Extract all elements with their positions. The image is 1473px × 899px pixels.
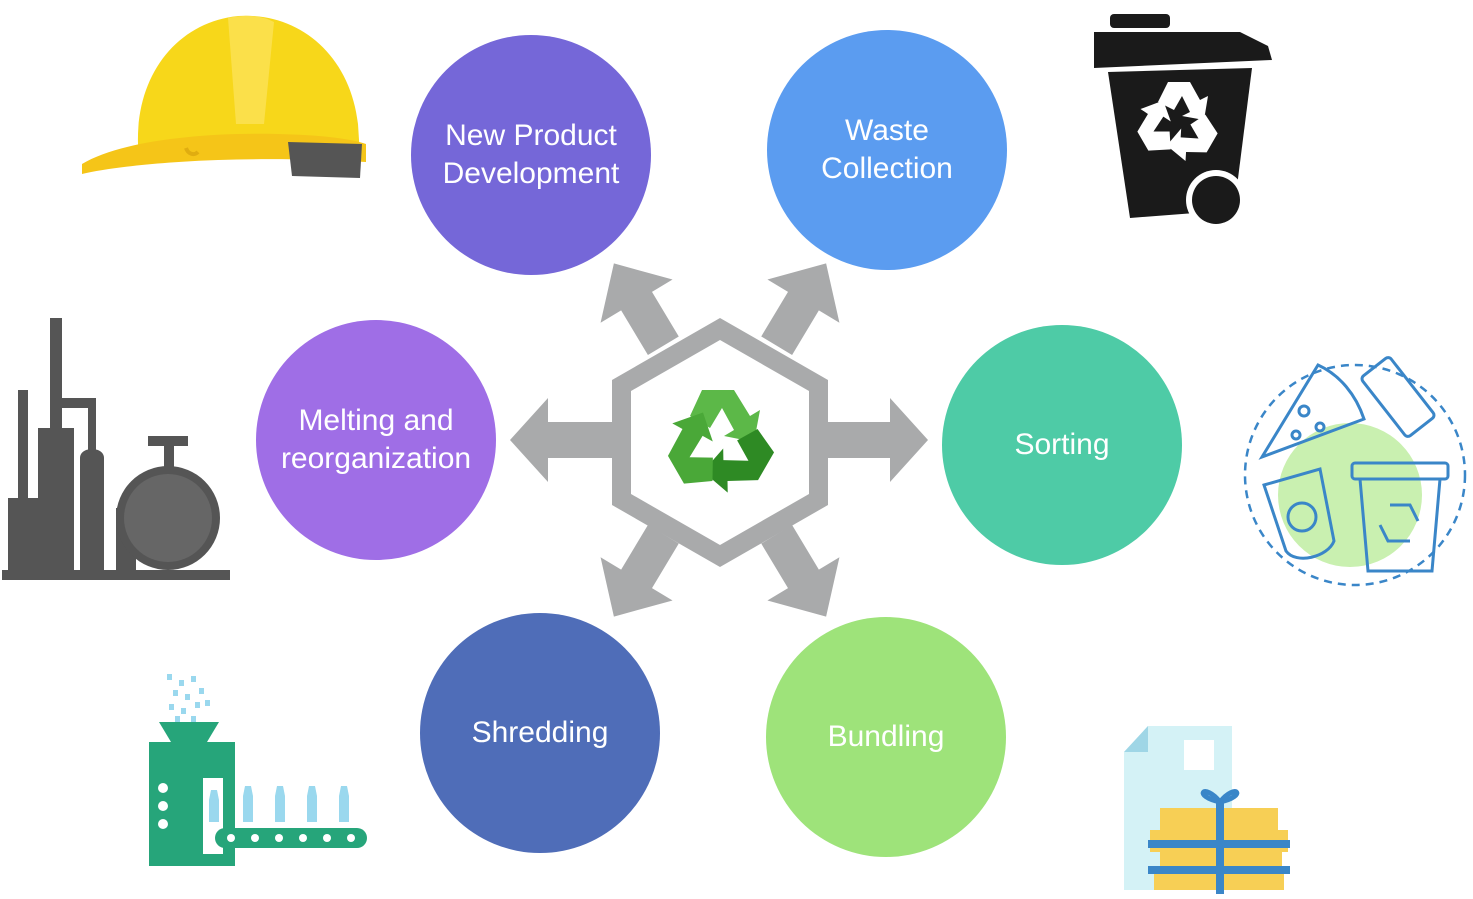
arrow-up-right (761, 263, 840, 355)
stage-label: New Product Development (442, 119, 620, 190)
stage-label: Bundling (827, 720, 945, 753)
arrow-right (828, 398, 928, 482)
stage-sorting: Sorting (942, 325, 1182, 565)
stage-label: Waste Collection (821, 114, 953, 185)
recycle-icon (667, 390, 775, 493)
stage-new-product-development: New Product Development (411, 35, 651, 275)
arrows (510, 263, 928, 617)
factory-icon (2, 318, 230, 580)
stage-label: Sorting (1014, 428, 1110, 461)
stage-label: Melting and reorganization (280, 404, 472, 475)
stage-label: Shredding (471, 716, 609, 749)
bundled-paper-icon (1124, 726, 1290, 894)
arrow-down-right (761, 525, 840, 617)
stage-bundling: Bundling (766, 617, 1006, 857)
arrow-up-left (600, 263, 679, 355)
recycling-bin-icon (1094, 14, 1272, 230)
arrow-left (510, 398, 612, 482)
stage-waste-collection: Waste Collection (767, 30, 1007, 270)
shredding-machine-icon (149, 674, 367, 866)
stage-shredding: Shredding (420, 613, 660, 853)
arrow-down-left (600, 525, 679, 617)
center-hexagon-inner (631, 340, 809, 545)
sorted-waste-icon (1243, 356, 1467, 587)
hard-hat-icon (82, 15, 366, 178)
stage-melting-reorganization: Melting and reorganization (256, 320, 496, 560)
